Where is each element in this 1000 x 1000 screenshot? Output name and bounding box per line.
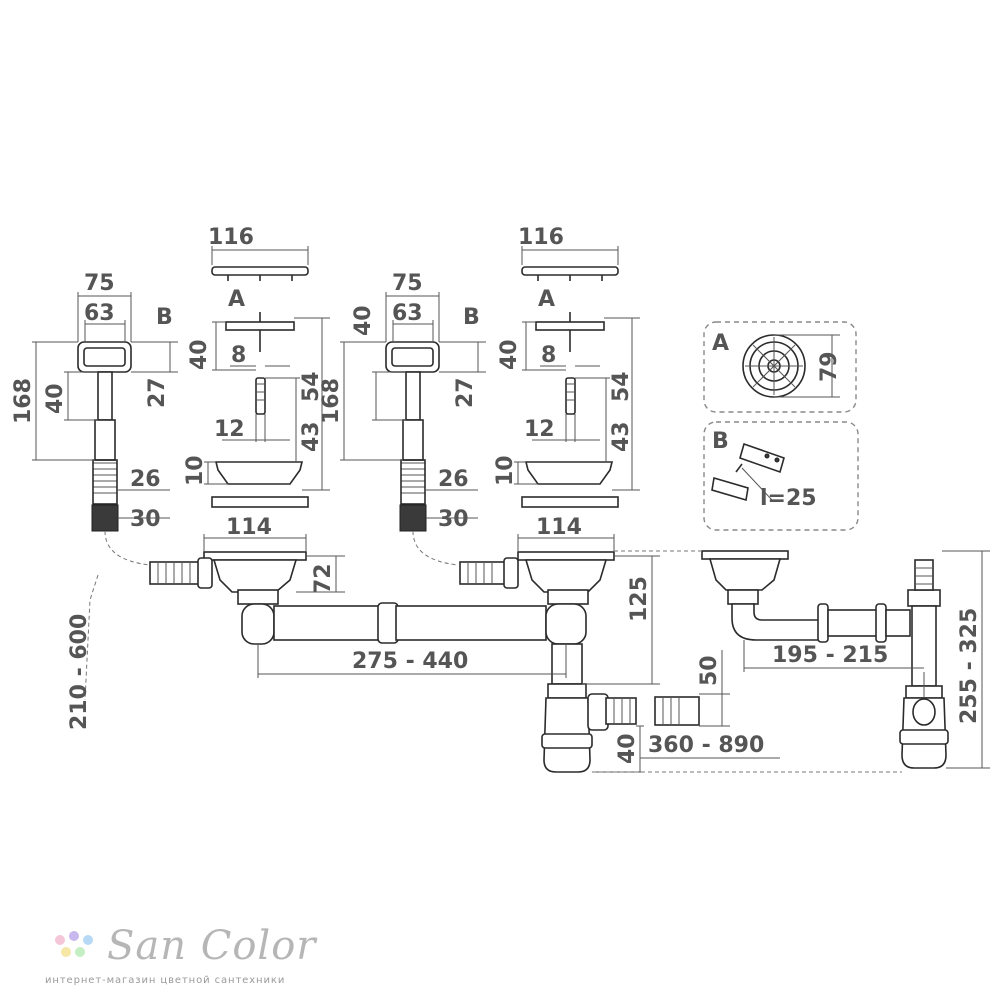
dim-hose-thread-center: 30 xyxy=(438,507,469,532)
dim-hose-nut-left: 26 xyxy=(130,467,161,492)
callout-b-letter: B xyxy=(712,429,729,454)
brand-tagline: интернет-магазин цветной сантехники xyxy=(45,975,286,986)
callout-b xyxy=(703,421,859,531)
dim-overflow-offset-center: 27 xyxy=(453,377,478,408)
rotated-dimension-labels: 168 40 168 40 27 27 40 40 10 10 54 43 54… xyxy=(11,305,982,764)
dim-overflow-height-left: 168 xyxy=(11,378,36,424)
dim-plug-stem-right: 8 xyxy=(541,343,556,368)
brand-dot-3 xyxy=(83,935,93,945)
hose-length-leader xyxy=(84,574,99,701)
dim-strainer-cap-right: 116 xyxy=(518,225,564,250)
dim-connector-length: 275 - 440 xyxy=(352,649,468,674)
dim-plug-height-left: 40 xyxy=(187,339,212,370)
dim-plug-height-right: 40 xyxy=(497,339,522,370)
dim-overflow-plate-center: 40 xyxy=(351,305,376,336)
dim-basket-43-right: 43 xyxy=(609,421,634,452)
letter-b-left: B xyxy=(156,305,173,330)
callout-a-diameter: 79 xyxy=(817,351,842,382)
brand-name: San Color xyxy=(107,923,317,969)
letter-a-left: A xyxy=(228,287,245,312)
dim-basket-flange-right: 10 xyxy=(493,455,518,486)
dim-strainer-cap-left: 116 xyxy=(208,225,254,250)
brand-dot-2 xyxy=(69,931,79,941)
dim-side-outlet-height: 50 xyxy=(697,655,722,686)
left-overflow-hose xyxy=(104,530,151,566)
brand-dot-5 xyxy=(75,947,85,957)
callout-a-letter: A xyxy=(712,331,729,356)
center-overflow-hose xyxy=(412,530,459,566)
dim-basket-54-right: 54 xyxy=(609,371,634,402)
dim-overflow-offset-left: 27 xyxy=(145,377,170,408)
dim-hose-length: 210 - 600 xyxy=(67,614,92,730)
dim-trap-height: 125 xyxy=(627,576,652,622)
callout-a xyxy=(703,321,857,413)
brand-dot-4 xyxy=(61,947,71,957)
dim-screw-left: 12 xyxy=(214,417,245,442)
dashed-reference-lines xyxy=(592,550,902,773)
dim-basket-54-left: 54 xyxy=(299,371,324,402)
left-strainer-stack xyxy=(211,266,309,508)
dim-total-height: 255 - 325 xyxy=(957,608,982,724)
dim-overflow-outer-center: 75 xyxy=(392,271,423,296)
single-siphon xyxy=(701,550,949,769)
dim-basket-flange-left: 10 xyxy=(183,455,208,486)
double-bowl-siphon xyxy=(149,551,700,773)
dimension-lines xyxy=(32,246,990,773)
dimension-labels: 116 116 75 63 75 63 B B A A 8 8 12 12 26… xyxy=(84,225,888,758)
dim-outlet-width-right: 114 xyxy=(536,515,582,540)
dim-overflow-plate-left: 40 xyxy=(43,383,68,414)
letter-b-center: B xyxy=(463,305,480,330)
dim-basket-43-left: 43 xyxy=(299,421,324,452)
dim-screw-right: 12 xyxy=(524,417,555,442)
dim-overflow-outer-left: 75 xyxy=(84,271,115,296)
center-overflow-assembly xyxy=(385,341,440,532)
callout-b-length: l=25 xyxy=(760,486,817,511)
dim-right-pipe-length: 195 - 215 xyxy=(772,643,888,668)
brand-dot-1 xyxy=(55,935,65,945)
dim-drain-extension: 360 - 890 xyxy=(648,733,764,758)
right-strainer-stack xyxy=(521,266,619,508)
dim-outlet-width-left: 114 xyxy=(226,515,272,540)
dim-outlet-depth: 72 xyxy=(311,563,336,594)
dim-hose-thread-left: 30 xyxy=(130,507,161,532)
dim-overflow-inner-left: 63 xyxy=(84,301,115,326)
dim-plug-stem-left: 8 xyxy=(231,343,246,368)
dim-overflow-inner-center: 63 xyxy=(392,301,423,326)
dim-hose-nut-center: 26 xyxy=(438,467,469,492)
letter-a-right: A xyxy=(538,287,555,312)
dim-overflow-height-center: 168 xyxy=(319,378,344,424)
left-overflow-assembly xyxy=(77,341,132,532)
dim-side-outlet-offset: 40 xyxy=(615,733,640,764)
